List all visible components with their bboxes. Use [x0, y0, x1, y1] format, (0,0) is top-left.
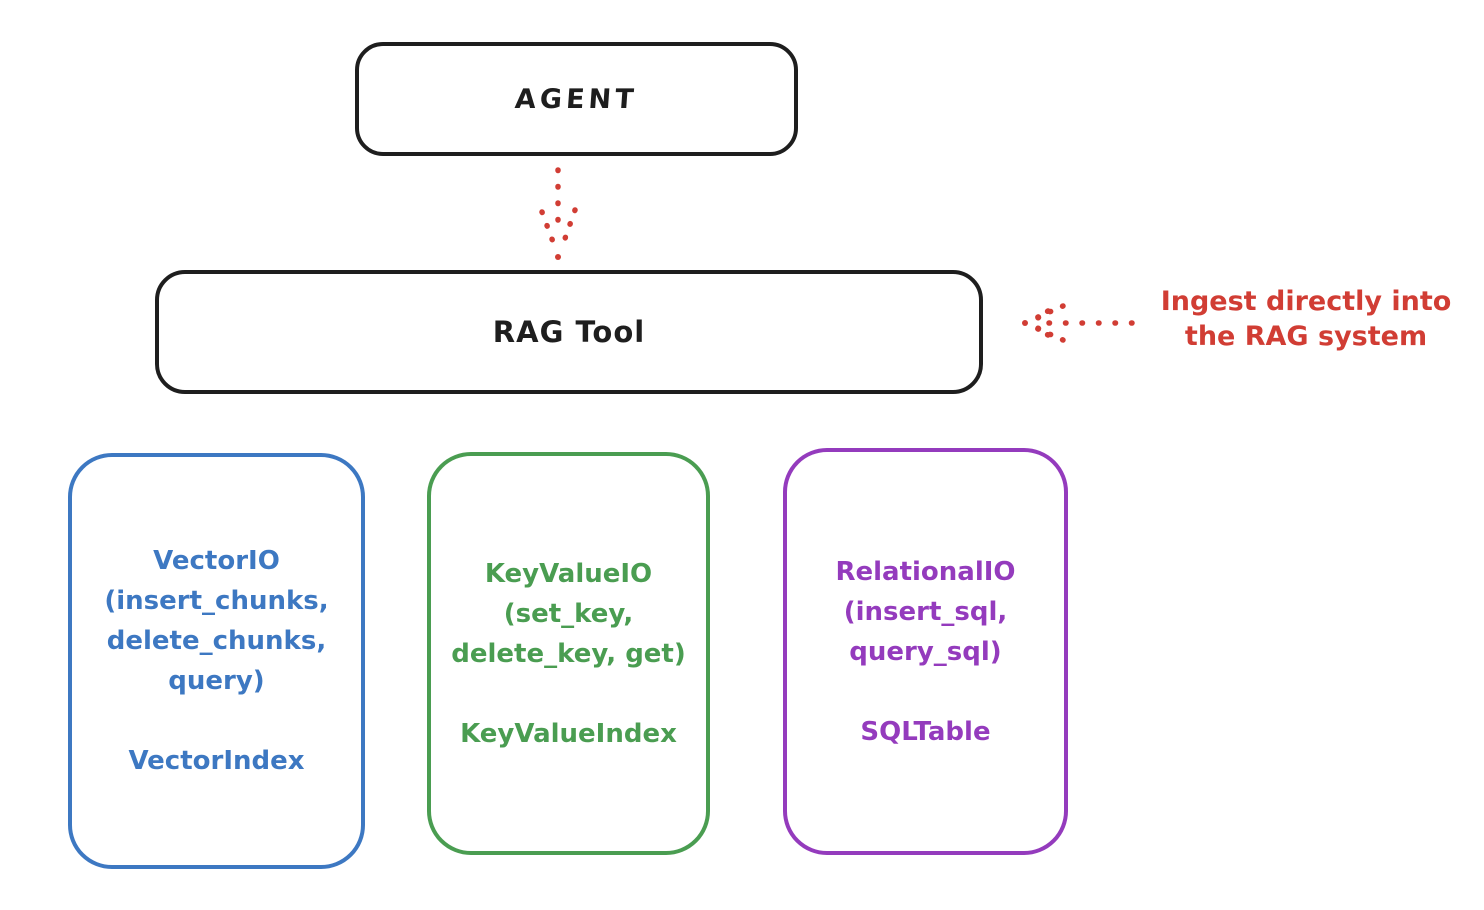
- vector-io-box: VectorIO (insert_chunks, delete_chunks, …: [68, 453, 365, 869]
- ingest-annotation-line1: Ingest directly into: [1160, 286, 1452, 317]
- vector-io-line: delete_chunks,: [106, 626, 327, 656]
- rag-tool-box: RAG Tool: [155, 270, 983, 394]
- keyvalue-io-line: (set_key,: [503, 598, 634, 629]
- annotation-to-rag-arrow: [1022, 303, 1135, 343]
- keyvalue-io-line: delete_key, get): [451, 638, 686, 669]
- ingest-annotation-line2: the RAG system: [1184, 321, 1428, 352]
- relational-io-line: (insert_sql,: [843, 596, 1008, 627]
- keyvalue-io-line: KeyValueIO: [484, 558, 653, 589]
- agent-box: AGENT: [355, 42, 798, 156]
- agent-to-rag-arrow: [539, 167, 578, 260]
- vector-io-line: VectorIO: [153, 546, 280, 576]
- agent-label: AGENT: [514, 83, 639, 115]
- vector-io-line: (insert_chunks,: [104, 586, 329, 616]
- vector-io-line: query): [168, 666, 265, 696]
- keyvalue-index-label: KeyValueIndex: [460, 718, 677, 749]
- rag-tool-label: RAG Tool: [492, 315, 646, 349]
- relational-io-line: query_sql): [849, 636, 1002, 667]
- relational-io-text: RelationalIO (insert_sql, query_sql) SQL…: [835, 552, 1015, 752]
- vector-io-text: VectorIO (insert_chunks, delete_chunks, …: [104, 541, 328, 781]
- vector-index-label: VectorIndex: [128, 746, 305, 776]
- relational-io-line: RelationalIO: [835, 556, 1016, 587]
- ingest-annotation: Ingest directly into the RAG system: [1140, 284, 1472, 354]
- sql-table-label: SQLTable: [860, 716, 991, 747]
- relational-io-box: RelationalIO (insert_sql, query_sql) SQL…: [783, 448, 1068, 855]
- keyvalue-io-box: KeyValueIO (set_key, delete_key, get) Ke…: [427, 452, 710, 855]
- keyvalue-io-text: KeyValueIO (set_key, delete_key, get) Ke…: [451, 554, 686, 754]
